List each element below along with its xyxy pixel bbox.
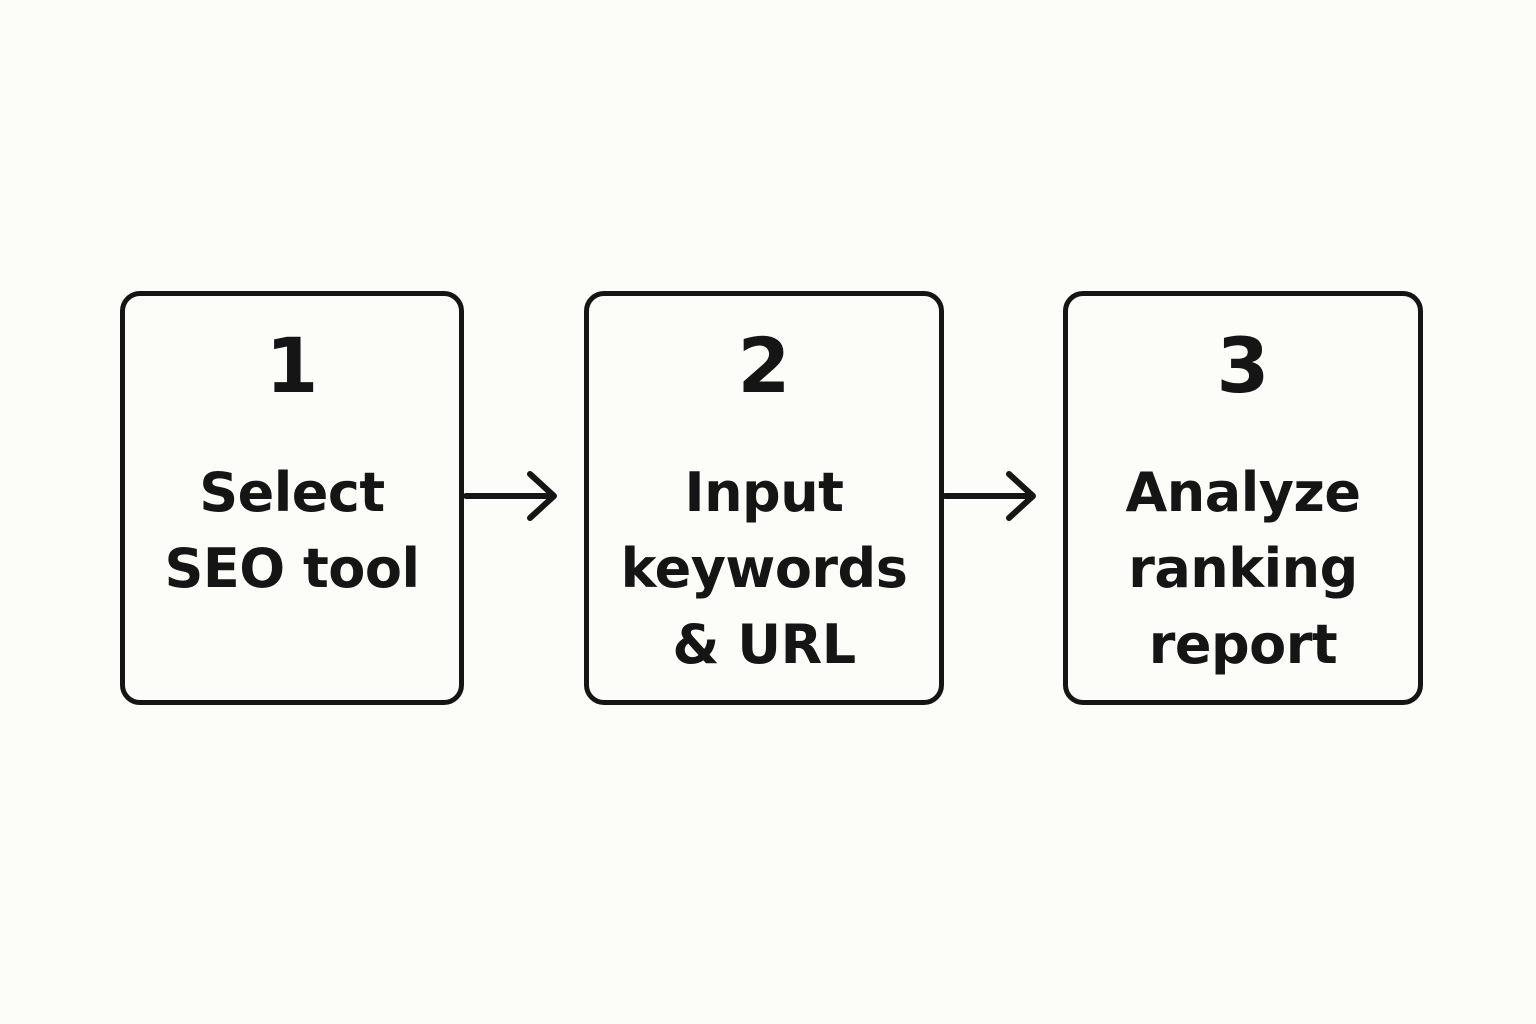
step-number: 1 [265, 321, 319, 410]
step-box-1: 1 Select SEO tool [120, 291, 464, 705]
step-label-line: Input [684, 461, 844, 524]
step-label-line: report [1148, 613, 1338, 676]
right-arrow-icon [463, 471, 557, 521]
step-label-line: Select [199, 461, 385, 524]
step-label-line: & URL [672, 613, 856, 676]
step-label: Select SEO tool [125, 455, 459, 607]
step-box-3: 3 Analyze ranking report [1063, 291, 1423, 705]
step-label-line: ranking [1128, 537, 1358, 600]
step-label-line: SEO tool [164, 537, 420, 600]
step-number: 2 [737, 321, 791, 410]
step-label-line: Analyze [1125, 461, 1361, 524]
step-number: 3 [1216, 321, 1270, 410]
step-label: Input keywords & URL [589, 455, 939, 683]
right-arrow-icon [942, 471, 1036, 521]
step-box-2: 2 Input keywords & URL [584, 291, 944, 705]
step-label-line: keywords [620, 537, 908, 600]
step-label: Analyze ranking report [1068, 455, 1418, 683]
